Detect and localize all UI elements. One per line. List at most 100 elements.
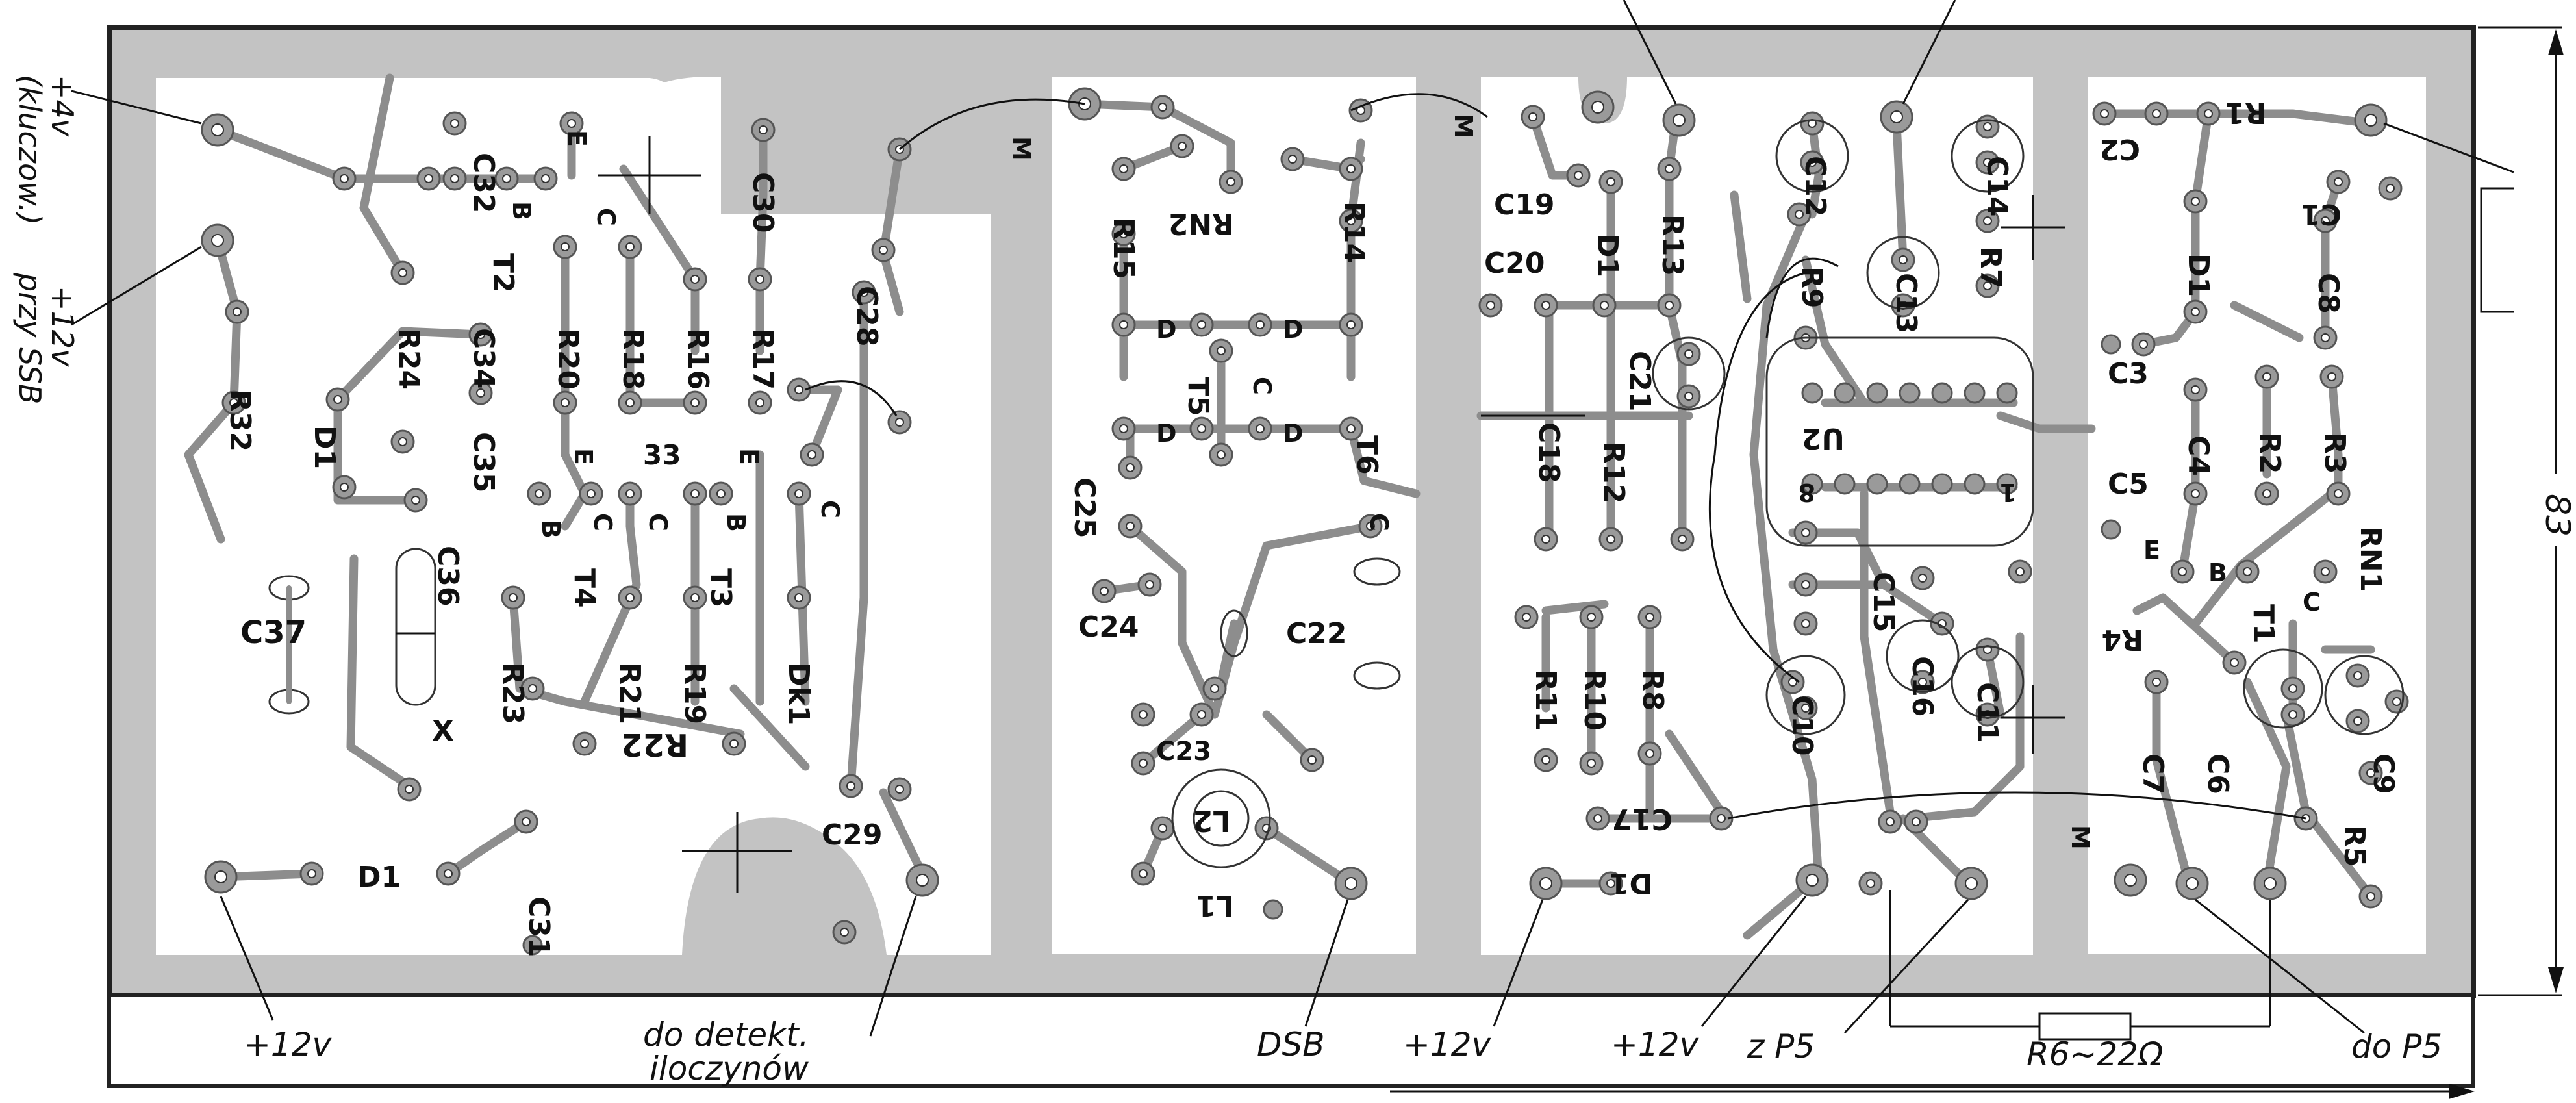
pin-e-t2: E [562,130,591,147]
jumper-wires [805,93,2306,820]
label-l2: L2 [1193,804,1231,837]
toroid-l1-l2 [1171,768,1271,868]
label-c12: C12 [1799,156,1832,217]
label-r10: R10 [1578,669,1611,731]
label-c30: C30 [746,172,779,233]
label-c5: C5 [2108,468,2149,501]
label-r32: R32 [223,390,257,451]
c6-outline [2243,648,2323,729]
pin-d-t6: D [1156,419,1177,448]
pin-33: 33 [643,439,681,471]
label-c2: C2 [2099,133,2140,166]
label-r24: R24 [392,328,425,390]
label-r4: R4 [2102,623,2144,656]
label-c19: C19 [1494,188,1555,222]
label-r9: R9 [1795,266,1828,309]
label-t2: T2 [486,253,520,293]
label-r23: R23 [496,663,529,724]
label-r11: R11 [1529,669,1562,731]
resistor-r6 [1889,890,2271,1041]
label-dk1: Dk1 [782,663,815,725]
label-c35: C35 [467,432,500,493]
pin-d-t5: D [1156,315,1177,344]
label-t5: T5 [1181,377,1215,416]
label-r14: R14 [1337,201,1370,263]
pin-m-1: M [1007,136,1036,161]
label-t1: T1 [2247,604,2280,644]
label-c4: C4 [2182,435,2215,476]
section-3-pads [1478,90,2065,900]
crystal-x-outline [395,548,436,706]
label-c31: C31 [522,896,555,957]
label-r2: R2 [2253,432,2286,474]
label-plus12v-1: +12v [244,1026,333,1063]
label-r5: R5 [2338,825,2371,867]
ic-u2-pins [1801,382,2018,495]
pin-b-t1: B [2208,559,2227,587]
dimension-83: 83 [2538,494,2576,537]
pin-e-t1: E [2143,536,2160,564]
label-c28: C28 [850,286,883,347]
c22-right-outline [1353,661,1401,690]
c22-left-outline [1353,557,1401,586]
c16-outline [1886,619,1960,693]
c21-outline [1652,336,1726,411]
label-r1: R1 [2225,96,2267,129]
label-r6: R6~22Ω [2027,1035,2163,1073]
label-c18: C18 [1532,422,1565,483]
label-r21: R21 [613,663,646,724]
pin-labels: E B C E E B C C B C 33 D D D D C C M M M… [507,114,2321,850]
pin-d-t5b: D [1283,315,1304,344]
section-2-pads [1068,87,1401,920]
label-r22: R22 [621,726,688,763]
pin-b-t4: B [537,520,565,539]
section-4-pads [2092,101,2409,909]
label-c3: C3 [2108,357,2149,390]
label-c7: C7 [2136,754,2169,794]
pin-b-t3: B [722,513,750,532]
label-c14: C14 [1980,156,2014,217]
label-c24: C24 [1078,611,1139,644]
c9-outline [2324,655,2405,735]
label-c8: C8 [2312,273,2345,314]
label-d1-b: D1 [357,861,401,894]
label-przy-ssb: przy SSB [12,272,47,404]
label-t6: T6 [1350,435,1383,475]
label-r17: R17 [746,328,779,390]
label-plus12v-top: +12v [45,286,80,367]
label-l1: L1 [1196,889,1234,922]
label-t4: T4 [568,568,601,608]
label-d1-c: D1 [1591,234,1624,277]
label-c15: C15 [1867,572,1900,633]
label-x: X [432,715,454,748]
label-r3: R3 [2318,432,2351,474]
pin-8: 8 [1799,478,1815,507]
pin-c-t4b: C [644,513,672,531]
label-c32: C32 [467,153,500,214]
label-kluczow: (kluczow.) [12,75,47,225]
pin-m-2: M [1449,114,1478,138]
label-d1-d: D1 [1610,867,1653,900]
label-r15: R15 [1107,218,1140,279]
label-c17: C17 [1611,802,1673,835]
pin-c-t5: C [1248,377,1276,395]
label-dsb: DSB [1257,1026,1325,1063]
c25-outline [1220,609,1248,657]
label-c13: C13 [1889,273,1923,334]
label-plus12v-3: +12v [1611,1026,1700,1063]
c12-outline [1775,119,1849,193]
label-r16: R16 [681,328,714,390]
label-z-p5: z P5 [1747,1028,1815,1065]
label-do-p5: do P5 [2351,1028,2442,1065]
label-c23: C23 [1156,737,1211,767]
label-c34: C34 [467,328,500,389]
label-u2: U2 [1802,422,1845,455]
label-c29: C29 [822,818,883,852]
label-r19: R19 [678,663,711,724]
section-4-area [2088,77,2426,954]
label-r20: R20 [551,328,585,390]
label-d1-e: D1 [2182,253,2215,297]
label-c37: C37 [240,615,307,651]
pin-e-t4: E [569,448,598,465]
section-1-pads [201,111,939,956]
